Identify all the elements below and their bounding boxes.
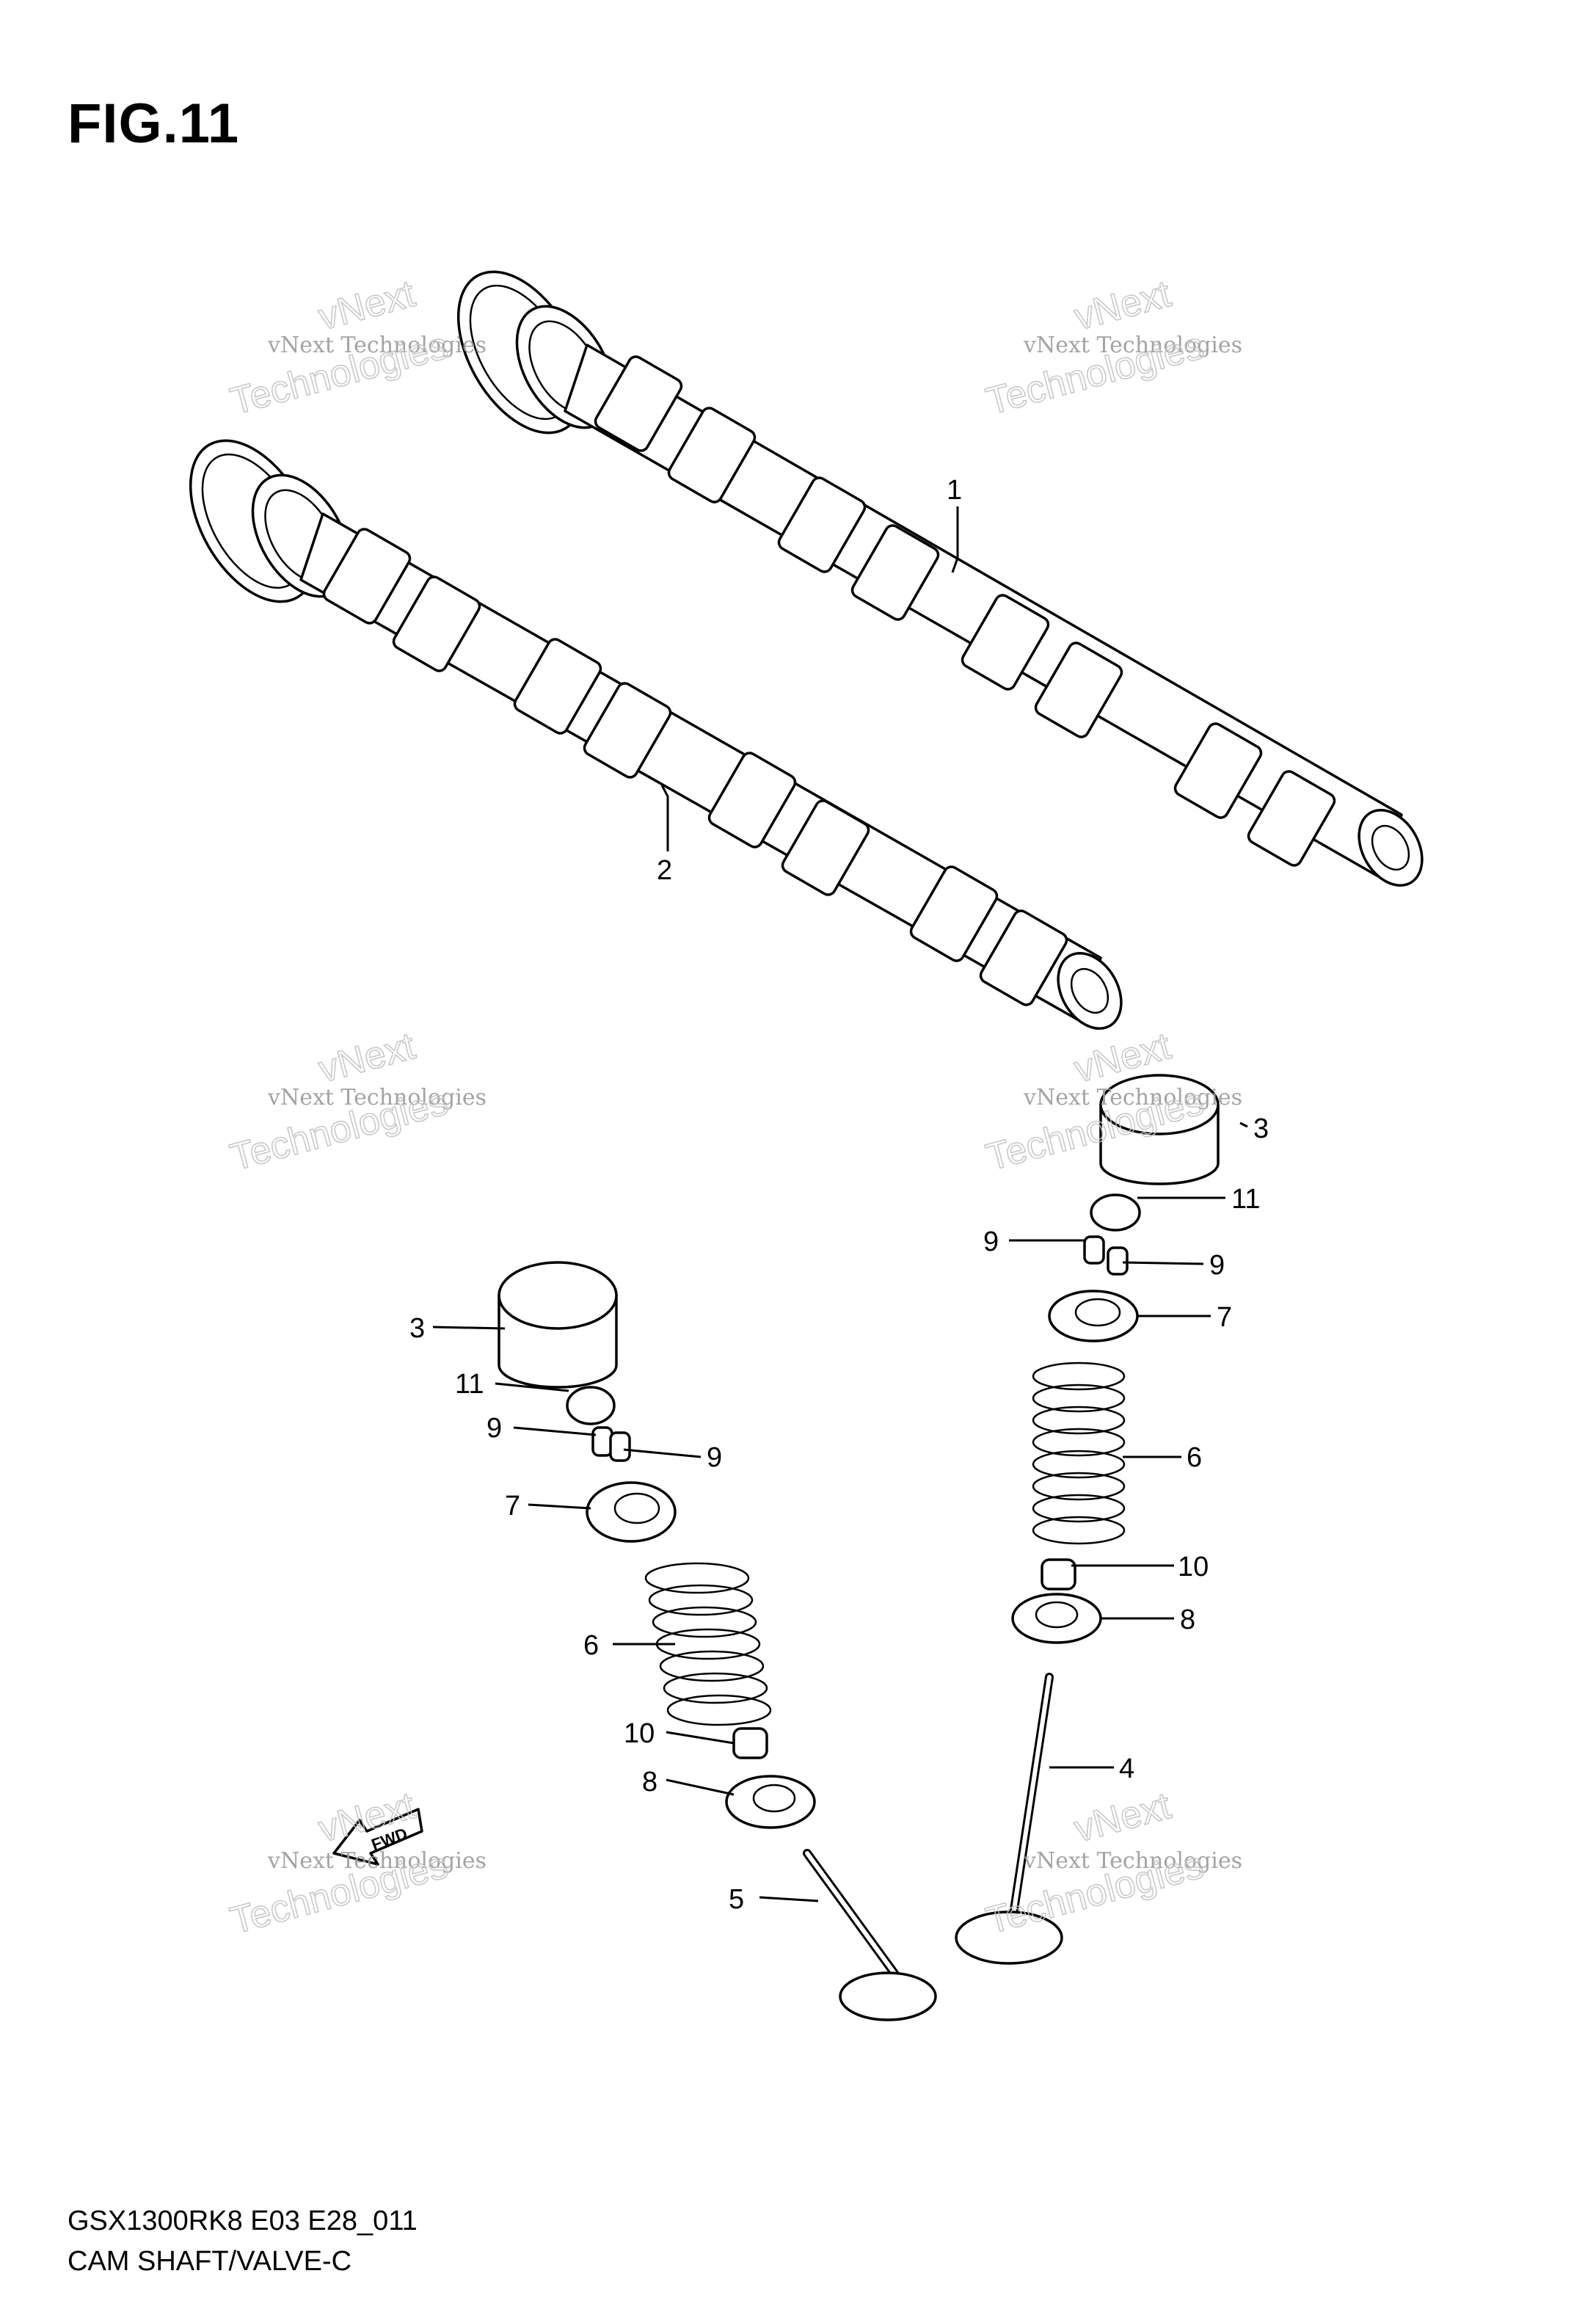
callout-9-left-b: 9	[707, 1442, 722, 1473]
valve-spring-right	[1032, 1362, 1126, 1545]
callout-6-right: 6	[1187, 1442, 1202, 1473]
callout-8-right: 8	[1180, 1604, 1195, 1635]
watermark-text: vNext Technologies	[267, 1848, 487, 1874]
callout-9-right-a: 9	[983, 1226, 999, 1257]
callout-2: 2	[657, 855, 672, 886]
camshaft-2	[189, 439, 1123, 1030]
callout-10-right: 10	[1178, 1552, 1209, 1582]
callout-11-right: 11	[1231, 1184, 1260, 1215]
watermark-text: vNext Technologies	[267, 332, 487, 358]
callout-1: 1	[947, 475, 962, 506]
spring-seat-left	[725, 1775, 816, 1829]
callout-4: 4	[1119, 1753, 1134, 1784]
callouts: 1 2 3 3 4 5 6 6 7 7 8 8 9 9 9 9 10 10 11…	[409, 475, 1269, 1915]
spring-retainer-right	[1048, 1290, 1139, 1342]
figure-title: FIG.11	[68, 92, 240, 155]
valve-spring-left	[644, 1562, 772, 1726]
watermark-text: vNext	[1070, 1784, 1176, 1851]
callout-8-left: 8	[642, 1767, 657, 1797]
valve-seal-right	[1041, 1558, 1076, 1591]
spring-retainer-left	[586, 1481, 677, 1543]
camshaft-1	[456, 270, 1424, 887]
watermark-text: vNext	[314, 272, 420, 339]
cotter-right	[1083, 1235, 1129, 1276]
watermark-top-right: vNext vNext Technologies Technologies	[981, 272, 1242, 423]
tappet-right	[1099, 1074, 1220, 1185]
callout-5: 5	[729, 1884, 744, 1915]
callout-7-left: 7	[505, 1491, 520, 1522]
shim-right	[1090, 1193, 1141, 1232]
callout-9-left-a: 9	[487, 1413, 502, 1444]
exhaust-valve	[803, 1849, 937, 2021]
cotter-left	[591, 1426, 631, 1462]
callout-3-right: 3	[1253, 1113, 1269, 1144]
camshaft-2-lobes	[322, 528, 1068, 1006]
callout-11-left: 11	[455, 1369, 484, 1400]
intake-valve	[955, 1673, 1063, 1965]
watermark-bottom-left: vNext vNext Technologies Technologies	[225, 1784, 487, 1943]
callout-3-left: 3	[409, 1313, 425, 1344]
diagram-caption: CAM SHAFT/VALVE-C	[68, 2246, 352, 2277]
camshaft-2-end	[1057, 951, 1123, 1030]
spring-seat-right	[1011, 1593, 1102, 1644]
tappet-left	[498, 1261, 618, 1389]
model-code: GSX1300RK8 E03 E28_011	[68, 2206, 418, 2236]
callout-9-right-b: 9	[1209, 1250, 1225, 1281]
leader-lines	[432, 506, 1248, 1902]
watermark-text: vNext Technologies	[1023, 1085, 1242, 1110]
watermark-text: vNext Technologies	[1023, 332, 1242, 358]
callout-10-left: 10	[624, 1718, 655, 1749]
watermark-top-left: vNext vNext Technologies Technologies	[225, 272, 487, 423]
camshaft-1-end	[1358, 808, 1424, 887]
watermark-text: vNext Technologies	[1023, 1848, 1242, 1874]
camshaft-2-sprocket	[189, 439, 351, 603]
callout-6-left: 6	[583, 1630, 599, 1661]
valve-seal-left	[732, 1727, 768, 1759]
watermark-mid-left: vNext vNext Technologies Technologies	[225, 1024, 487, 1179]
watermark-text: vNext	[1070, 272, 1176, 339]
shim-left	[566, 1386, 616, 1425]
callout-7-right: 7	[1217, 1302, 1232, 1333]
watermark-text: vNext	[314, 1025, 420, 1091]
camshaft-1-lobes	[594, 355, 1336, 867]
watermark-text: vNext Technologies	[267, 1085, 487, 1110]
